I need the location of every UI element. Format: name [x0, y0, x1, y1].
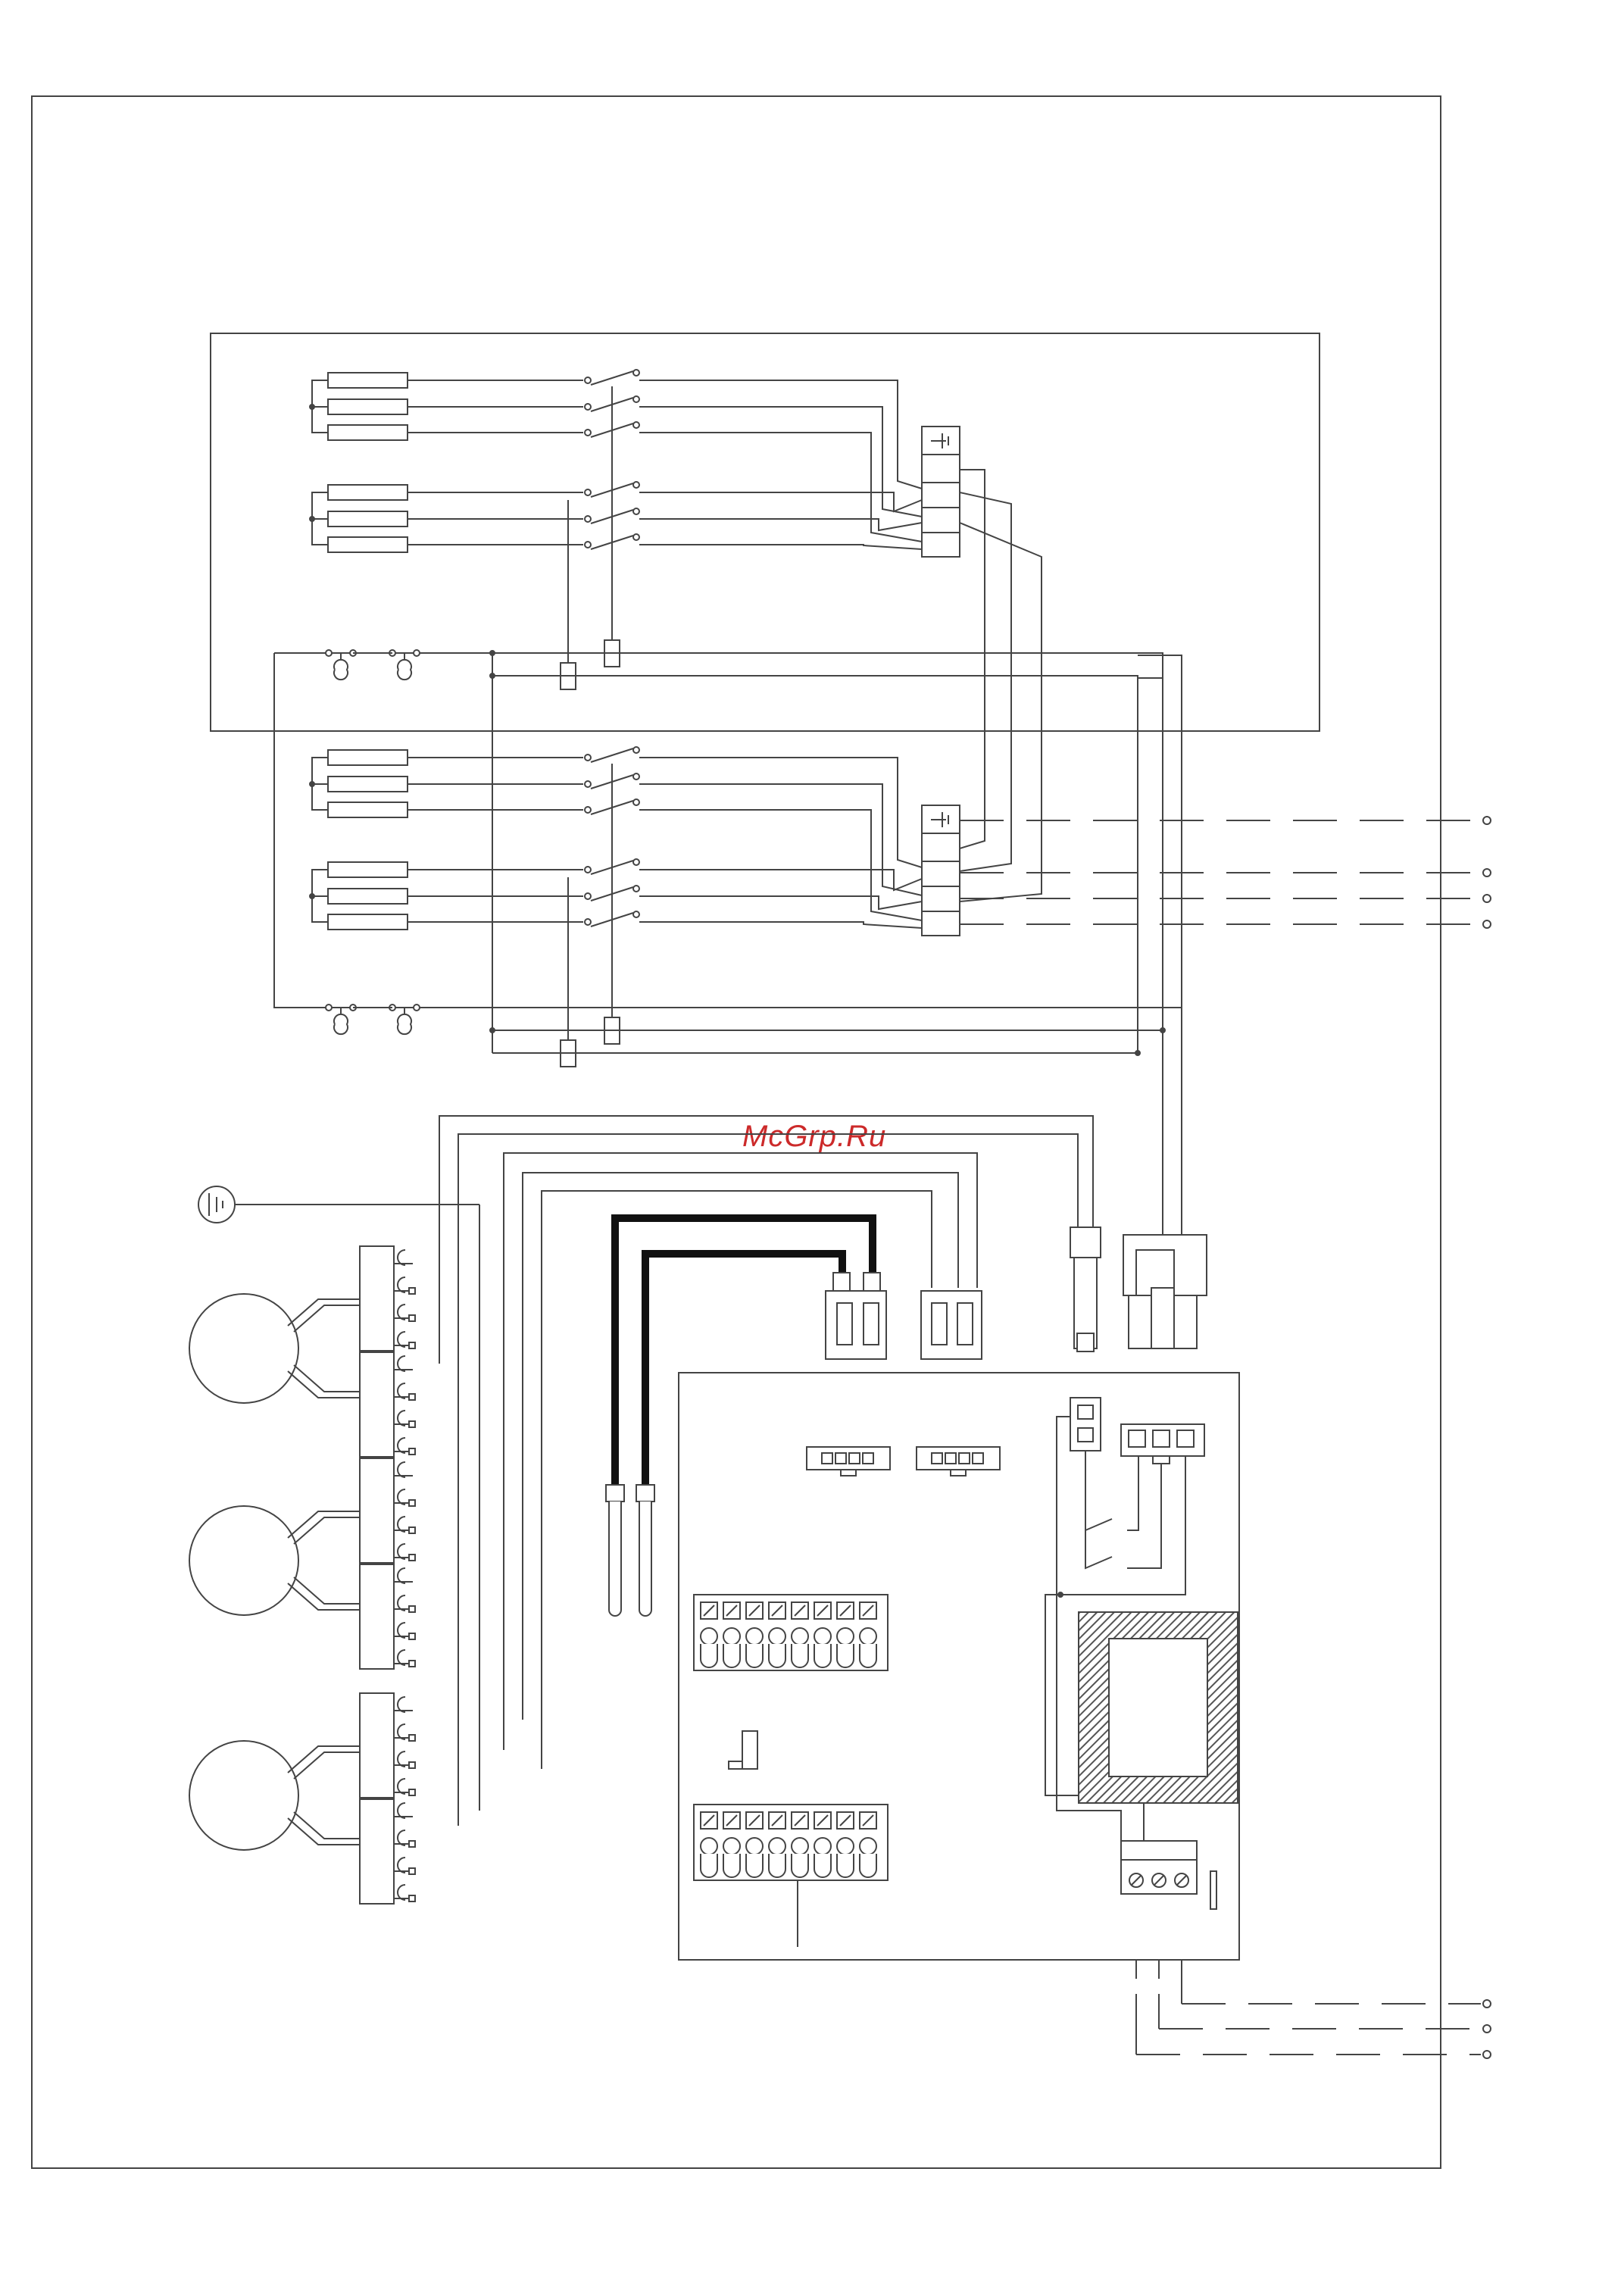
contact-node [585, 755, 591, 761]
contact-node [585, 867, 591, 873]
fan-motor-icon [189, 1741, 298, 1850]
heating-element [328, 862, 408, 877]
fan-terminal-strip [360, 1693, 415, 1798]
contact-node [585, 542, 591, 548]
contact-node [633, 747, 639, 753]
fan-motor-2 [189, 1458, 415, 1669]
contact-node [585, 893, 591, 899]
thermostat [389, 650, 420, 680]
ground-symbol [198, 1186, 479, 1811]
relay-contact [591, 371, 633, 385]
thermostat [389, 1005, 420, 1034]
thermostat [326, 650, 356, 680]
heater-group-upper-a [310, 370, 639, 440]
heater-group-upper-b [310, 482, 639, 552]
heating-element [328, 802, 408, 817]
jumper [729, 1731, 757, 1769]
contact-node [585, 377, 591, 383]
terminal-ctrl-3 [1483, 2051, 1491, 2058]
screw-terminal [1121, 1841, 1216, 1909]
contact-node [585, 489, 591, 495]
heating-element [328, 537, 408, 552]
contact-node [633, 482, 639, 488]
power-plug-small [1070, 1227, 1101, 1351]
fan-terminal-strip [360, 1246, 415, 1351]
terminal-block-lower [694, 1805, 888, 1880]
heating-element [328, 777, 408, 792]
contact-node [633, 773, 639, 780]
heating-element [328, 373, 408, 388]
contact-node [585, 781, 591, 787]
terminal-ctrl-2 [1483, 2025, 1491, 2033]
heater-group-lower-b [310, 859, 639, 930]
fan-terminal-strip [360, 1352, 415, 1457]
terminal-l2 [1483, 869, 1491, 877]
heating-element [328, 511, 408, 527]
contact-node [585, 430, 591, 436]
power-plug-large [1123, 1235, 1207, 1348]
temperature-sensors [606, 1485, 654, 1616]
contact-node [633, 422, 639, 428]
thermostat [326, 1005, 356, 1034]
contact-node [633, 859, 639, 865]
relay-contact [591, 748, 633, 762]
upper-cabinet-frame [211, 333, 1320, 731]
fan-terminal-strip [360, 1458, 415, 1563]
fan-motor-3 [189, 1693, 415, 1904]
fan-motor-icon [189, 1506, 298, 1615]
relay-socket-b [1121, 1424, 1204, 1464]
terminal-block-upper [694, 1595, 888, 1670]
heater-group-lower-a [310, 747, 639, 817]
heating-element [328, 889, 408, 904]
board-header-2 [917, 1447, 1000, 1476]
heating-element [328, 425, 408, 440]
heating-element [328, 485, 408, 500]
contact-node [633, 886, 639, 892]
terminal-n [1483, 920, 1491, 928]
fan-motor-1 [189, 1246, 415, 1457]
terminal-l3 [1483, 895, 1491, 902]
board-header-1 [807, 1447, 890, 1476]
fan-motor-icon [189, 1294, 298, 1403]
terminal-ctrl-1 [1483, 2000, 1491, 2008]
contact-node [633, 370, 639, 376]
heating-element [328, 399, 408, 414]
upper-connector-block [922, 427, 960, 557]
contact-node [633, 911, 639, 917]
contact-node [633, 534, 639, 540]
contact-node [585, 516, 591, 522]
terminal-l1 [1483, 817, 1491, 824]
heating-element [328, 750, 408, 765]
signal-plug [921, 1291, 982, 1359]
contact-node [585, 919, 591, 925]
lower-connector-block [922, 805, 960, 936]
contact-node [633, 396, 639, 402]
contact-node [633, 508, 639, 514]
fan-terminal-strip [360, 1799, 415, 1904]
sensor-plug [826, 1273, 886, 1359]
contact-node [585, 404, 591, 410]
contact-node [585, 807, 591, 813]
transformer [1079, 1612, 1238, 1803]
relay-socket-a [1070, 1398, 1101, 1451]
heating-element [328, 914, 408, 930]
fan-terminal-strip [360, 1564, 415, 1669]
contact-node [633, 799, 639, 805]
